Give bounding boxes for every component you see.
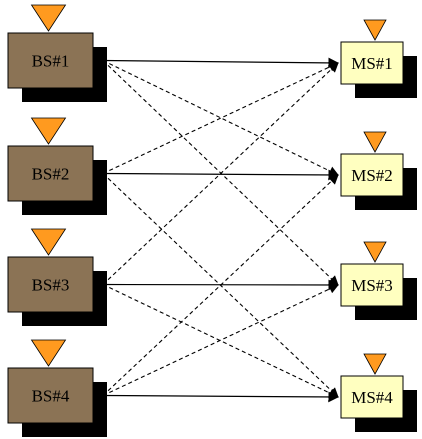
mobile-station-box [340,41,404,85]
antenna-icon [30,117,67,145]
links-layer [102,57,340,403]
base-station-box [7,32,94,89]
antenna-icon [363,131,387,153]
interference-link-bs3-ms4 [102,284,339,398]
base-station-2: BS#2 [7,117,107,215]
interference-link-bs2-ms1 [102,62,339,174]
base-station-label: BS#2 [32,165,70,184]
base-station-label: BS#1 [32,52,70,71]
mobile-station-box [340,153,404,197]
base-station-1: BS#1 [7,4,107,102]
antenna-icon [30,339,67,367]
direct-link-bs4-ms4 [102,391,340,403]
mobile-station-box [340,263,404,307]
direct-link-bs2-ms2 [102,169,340,181]
mobile-station-box [340,375,404,419]
base-station-3: BS#3 [7,228,107,326]
antenna-icon [363,353,387,375]
mobile-station-2: MS#2 [340,131,417,210]
direct-link-bs1-ms1 [102,57,340,69]
base-station-box [7,256,94,313]
antenna-icon [363,19,387,41]
nodes-layer: BS#1BS#2BS#3BS#4 MS#1MS#2MS#3MS#4 [7,4,417,437]
base-station-label: BS#3 [32,276,70,295]
base-station-box [7,145,94,202]
antenna-icon [30,4,67,32]
direct-link-bs3-ms3 [102,279,340,291]
mobile-station-1: MS#1 [340,19,417,98]
interference-link-bs1-ms3 [102,60,339,286]
interference-link-bs1-ms2 [102,60,339,176]
base-station-4: BS#4 [7,339,107,437]
mobile-station-label: MS#4 [351,388,393,407]
mobile-station-label: MS#3 [351,276,393,295]
mobile-station-label: MS#2 [351,166,393,185]
mobile-station-3: MS#3 [340,241,417,320]
mobile-station-4: MS#4 [340,353,417,432]
mobile-station-label: MS#1 [351,54,393,73]
base-station-box [7,367,94,424]
base-station-label: BS#4 [32,387,70,406]
interference-link-bs4-ms3 [102,284,339,396]
antenna-icon [363,241,387,263]
antenna-icon [30,228,67,256]
